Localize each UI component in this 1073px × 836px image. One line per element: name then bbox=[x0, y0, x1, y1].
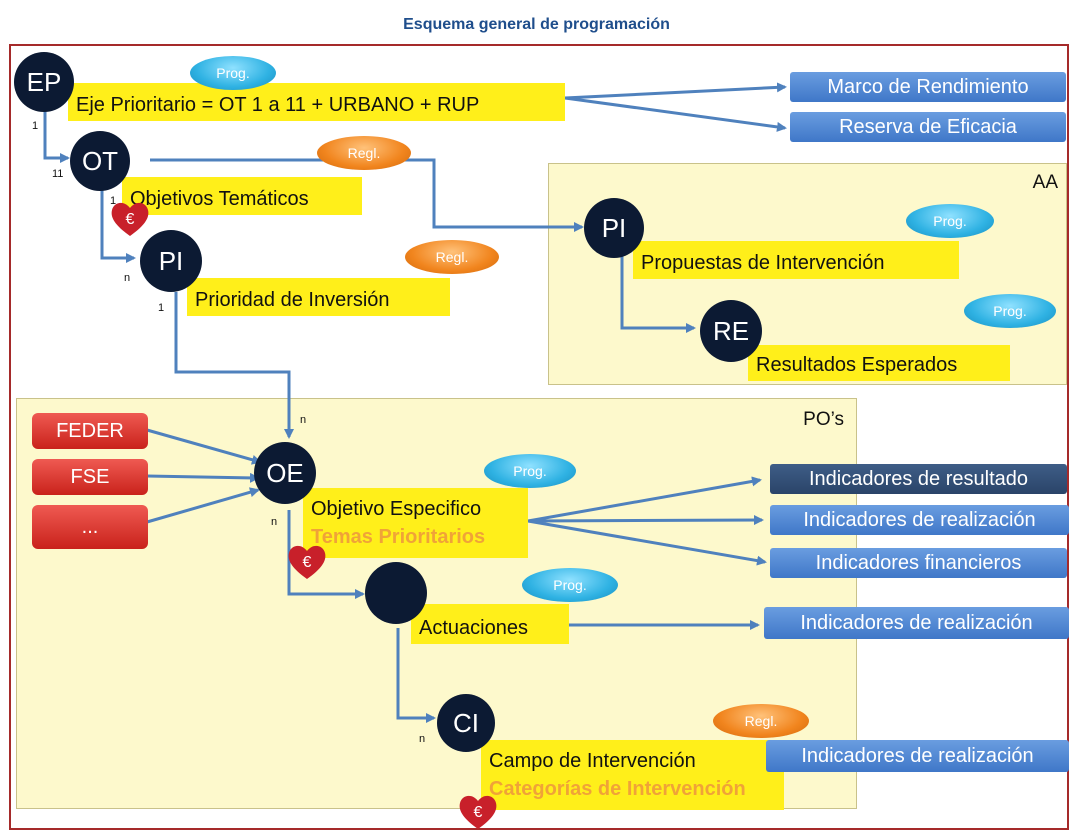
prioridad-inversion-box: Prioridad de Inversión bbox=[187, 278, 450, 316]
objetivo-especifico-box: Objetivo Especifico Temas Prioritarios bbox=[303, 488, 528, 558]
tag-prog-pi-right: Prog. bbox=[906, 204, 994, 238]
aa-panel-label: AA bbox=[1032, 172, 1058, 193]
edge-act-ci bbox=[396, 628, 436, 723]
objetivos-tematicos-box: Objetivos Temáticos bbox=[122, 177, 362, 215]
heart-euro-icon: € bbox=[110, 200, 150, 238]
node-re: RE bbox=[700, 300, 762, 362]
edge-ep-reserva bbox=[564, 96, 787, 132]
objetivo-especifico-label: Objetivo Especifico bbox=[311, 498, 482, 520]
edge-ot-pi-right bbox=[150, 158, 584, 232]
page-title: Esquema general de programación bbox=[403, 16, 670, 33]
resultados-esperados-box: Resultados Esperados bbox=[748, 345, 1010, 381]
tag-prog-oe: Prog. bbox=[484, 454, 576, 488]
card-ci-n: n bbox=[419, 733, 426, 745]
card-ot-1: 1 bbox=[110, 195, 117, 207]
edge-oe-resultado bbox=[527, 476, 762, 523]
edge-oe-financieros bbox=[527, 519, 767, 566]
tag-regl-pi: Regl. bbox=[405, 240, 499, 274]
card-oe-n-top: n bbox=[300, 414, 307, 426]
heart-euro-label: € bbox=[303, 554, 312, 571]
node-ep: EP bbox=[14, 52, 74, 112]
edge-ep-ot bbox=[43, 110, 70, 163]
card-pi-n: n bbox=[124, 272, 131, 284]
node-pi-left: PI bbox=[140, 230, 202, 292]
fund-fse: FSE bbox=[32, 459, 148, 495]
node-pi-right: PI bbox=[584, 198, 644, 258]
edge-ep-marco bbox=[564, 82, 787, 100]
edge-other-oe bbox=[146, 487, 260, 524]
actuaciones-box: Actuaciones bbox=[411, 604, 569, 644]
card-ot-11: 11 bbox=[52, 168, 64, 180]
heart-euro-label: € bbox=[126, 211, 135, 228]
edge-oe-act bbox=[287, 510, 365, 599]
indicadores-realizacion-oe-box: Indicadores de realización bbox=[770, 505, 1069, 535]
heart-euro-label: € bbox=[474, 804, 483, 821]
card-pi-1: 1 bbox=[158, 302, 165, 314]
card-oe-n-bottom: n bbox=[271, 516, 278, 528]
edge-fse-oe bbox=[146, 472, 260, 483]
edge-pi-re bbox=[620, 255, 696, 333]
fund-other: ... bbox=[32, 505, 148, 549]
marco-rendimiento-box: Marco de Rendimiento bbox=[790, 72, 1066, 102]
tag-prog-act: Prog. bbox=[522, 568, 618, 602]
diagram-frame bbox=[9, 44, 1069, 830]
node-ci: CI bbox=[437, 694, 495, 752]
heart-euro-icon: € bbox=[287, 543, 327, 581]
node-oe: OE bbox=[254, 442, 316, 504]
indicadores-realizacion-ci-box: Indicadores de realización bbox=[766, 740, 1069, 772]
campo-intervencion-box: Campo de Intervención Categorías de Inte… bbox=[481, 740, 784, 810]
tag-prog-ep: Prog. bbox=[190, 56, 276, 90]
categorias-intervencion-label: Categorías de Intervención bbox=[489, 778, 746, 800]
node-actuaciones bbox=[365, 562, 427, 624]
propuestas-intervencion-box: Propuestas de Intervención bbox=[633, 241, 959, 279]
edge-feder-oe bbox=[146, 428, 262, 465]
tag-regl-ot: Regl. bbox=[317, 136, 411, 170]
reserva-eficacia-box: Reserva de Eficacia bbox=[790, 112, 1066, 142]
heart-euro-icon: € bbox=[458, 793, 498, 831]
edge-oe-realizacion bbox=[527, 515, 764, 526]
node-ot: OT bbox=[70, 131, 130, 191]
eje-prioritario-box: Eje Prioritario = OT 1 a 11 + URBANO + R… bbox=[68, 83, 565, 121]
pos-panel-label: PO’s bbox=[803, 409, 844, 430]
fund-feder: FEDER bbox=[32, 413, 148, 449]
indicadores-financieros-box: Indicadores financieros bbox=[770, 548, 1067, 578]
indicadores-resultado-box: Indicadores de resultado bbox=[770, 464, 1067, 494]
edge-pi-oe bbox=[174, 292, 294, 439]
tag-prog-re: Prog. bbox=[964, 294, 1056, 328]
temas-prioritarios-label: Temas Prioritarios bbox=[311, 526, 486, 548]
edge-ot-pi-left bbox=[100, 188, 136, 263]
indicadores-realizacion-act-box: Indicadores de realización bbox=[764, 607, 1069, 639]
tag-regl-ci: Regl. bbox=[713, 704, 809, 738]
campo-intervencion-label: Campo de Intervención bbox=[489, 750, 696, 772]
card-ep-1: 1 bbox=[32, 120, 39, 132]
